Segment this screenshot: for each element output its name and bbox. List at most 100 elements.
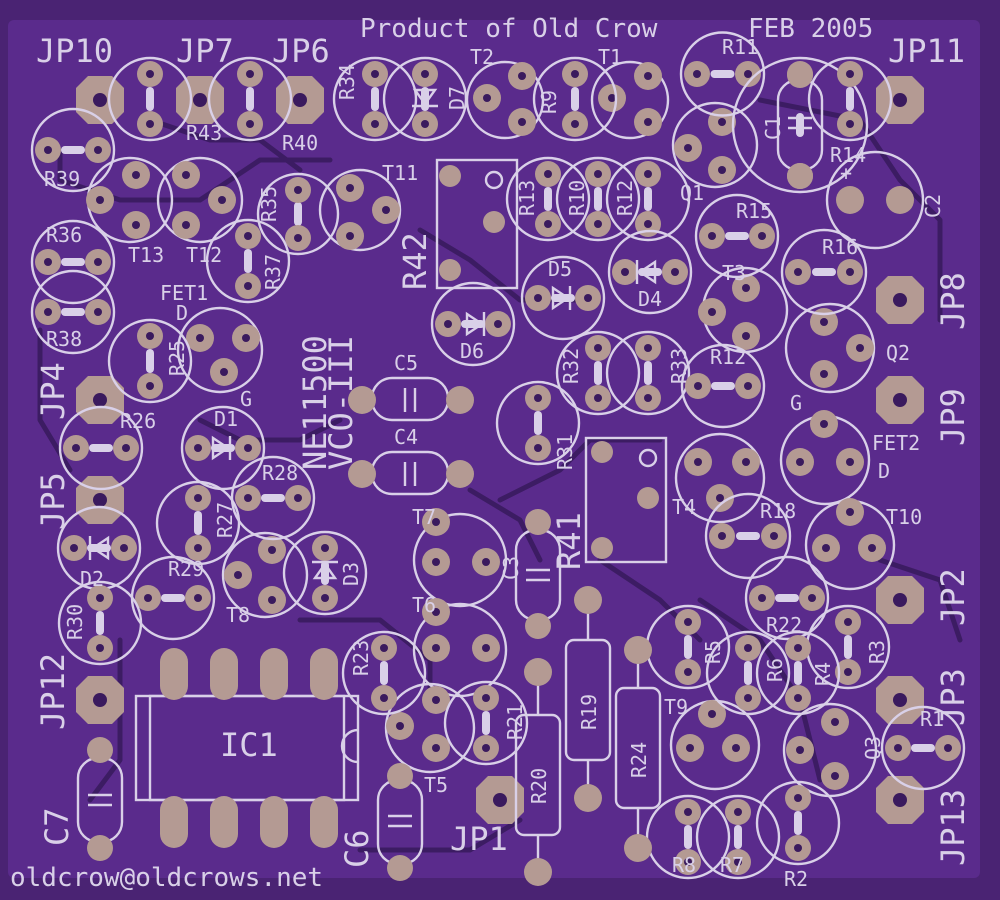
fet1 (176, 306, 264, 394)
diode-symbols (88, 88, 657, 580)
r19-body (564, 586, 612, 812)
fet1-g-label: G (240, 387, 252, 411)
r5-label: R5 (701, 640, 725, 664)
t4-label: T4 (672, 495, 696, 519)
footer-email: oldcrow@oldcrows.net (10, 863, 323, 893)
c7-label: C7 (38, 807, 76, 846)
r2-label: R2 (784, 867, 808, 891)
d1-symbol (211, 435, 232, 461)
r7-resistor (695, 794, 781, 880)
r36-resistor (30, 219, 116, 305)
d2-symbol (88, 535, 110, 561)
r33-resistor (605, 330, 691, 416)
date-text: FEB 2005 (748, 14, 873, 44)
jp12-pad (76, 676, 124, 724)
r18-label: R18 (760, 499, 796, 523)
t10-label: T10 (886, 505, 922, 529)
t3-label: T3 (722, 261, 746, 285)
t13-label: T13 (128, 243, 164, 267)
t1-label: T1 (598, 45, 622, 69)
r12b-resistor (680, 343, 766, 429)
r24-label: R24 (627, 742, 651, 778)
jp8-pad (876, 276, 924, 324)
t12-label: T12 (186, 243, 222, 267)
q3-label: Q3 (861, 736, 885, 760)
r41-trimmer (584, 436, 668, 564)
c3-label: C3 (499, 556, 523, 580)
r15-resistor (694, 193, 780, 279)
r8-resistor (645, 794, 731, 880)
r32-label: R32 (559, 348, 583, 384)
c6-label: C6 (338, 829, 376, 868)
header-text: Product of Old Crow (360, 14, 658, 44)
r19-label: R19 (577, 694, 601, 730)
jp5-label: JP5 (34, 472, 72, 530)
t4 (674, 432, 766, 524)
jp11-resistor (807, 56, 893, 142)
d1-label: D1 (214, 407, 238, 431)
jp10-label: JP10 (36, 32, 113, 70)
r25-resistor (107, 318, 193, 404)
r28-resistor (230, 455, 316, 541)
jp13-label: JP13 (934, 789, 972, 866)
r18-resistor (704, 492, 792, 580)
jp6-pad (276, 76, 324, 124)
d2-label: D2 (80, 567, 104, 591)
board-name: NE11500 (296, 335, 334, 470)
c1-label: C1 (761, 116, 785, 140)
r31-label: R31 (553, 434, 577, 470)
r41-label: R41 (550, 512, 588, 570)
jumper-pads (76, 76, 924, 824)
r10-label: R10 (565, 180, 589, 216)
fet2-d-label: D (878, 459, 890, 483)
small-pads (30, 31, 966, 880)
r12-label: R12 (710, 345, 746, 369)
fet2-label: FET2 (872, 431, 920, 455)
d6-symbol (465, 311, 486, 337)
r27-resistor (155, 480, 241, 566)
jp5-pad (76, 476, 124, 524)
r7-label: R7 (720, 853, 744, 877)
t10 (804, 498, 896, 591)
capacitors (76, 62, 925, 881)
jp9-pad (876, 376, 924, 424)
r42-trimmer (435, 158, 519, 290)
jp1-pad (476, 776, 524, 824)
fet1-d-label: D (176, 301, 188, 325)
jp4-label: JP4 (34, 362, 72, 420)
plus-label: + (840, 161, 852, 185)
t9 (669, 699, 761, 791)
d5-label: D5 (548, 257, 572, 281)
t7-label: T7 (412, 505, 436, 529)
r23-label: R23 (349, 640, 373, 676)
t6 (412, 598, 508, 698)
r11-resistor (679, 31, 766, 117)
r20-label: R20 (527, 768, 551, 804)
r1-resistor (880, 705, 966, 791)
jp10-jp7-resistor (107, 56, 193, 142)
transistors (86, 60, 896, 798)
r34-resistor (332, 56, 418, 142)
r34-label: R34 (335, 64, 359, 100)
r36-label: R36 (46, 223, 82, 247)
r32-resistor (555, 330, 641, 416)
silkscreen-text: Product of Old Crow FEB 2005 oldcrow@old… (10, 14, 972, 893)
t6-label: T6 (412, 593, 436, 617)
r15-label: R15 (736, 199, 772, 223)
t1 (590, 60, 670, 140)
r3-resistor (805, 604, 891, 690)
d4-symbol (635, 259, 657, 285)
t5 (384, 682, 476, 774)
d5-diode (520, 255, 606, 341)
jp8-label: JP8 (934, 272, 972, 330)
r31-resistor (495, 380, 581, 466)
t12 (156, 156, 244, 244)
r10-resistor (555, 156, 641, 242)
long-resistors (514, 586, 662, 886)
r13-resistor (505, 156, 591, 242)
d7-label: D7 (445, 86, 469, 110)
c4-label: C4 (394, 425, 418, 449)
t8 (221, 531, 309, 619)
r43-resistor (207, 56, 293, 142)
